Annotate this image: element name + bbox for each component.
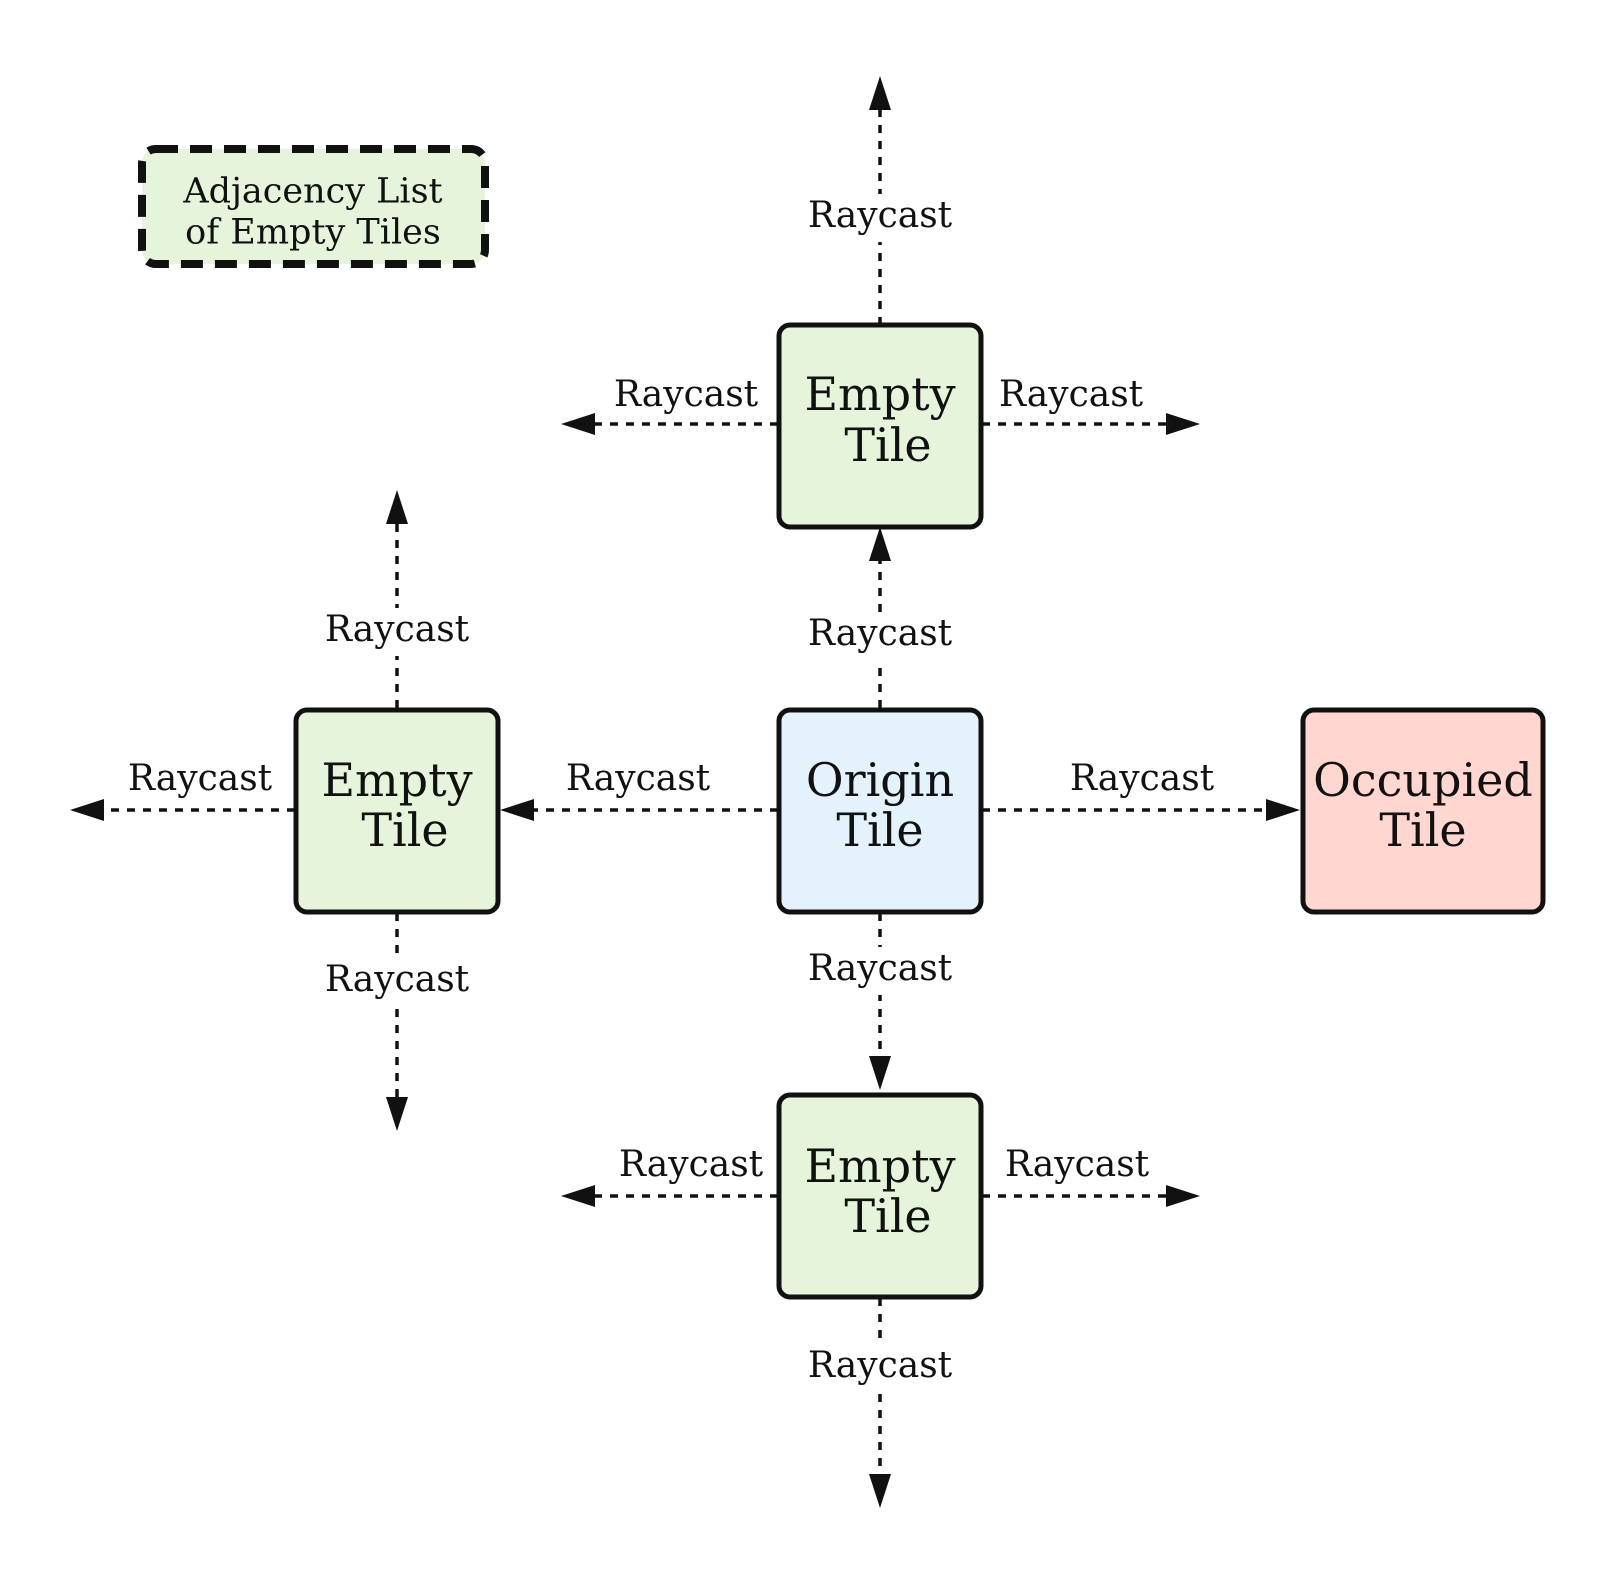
raycast-labels: Raycast Raycast Raycast Raycast Raycast … [128,195,1215,1386]
arrow-origin-right-head [1266,799,1300,821]
tile-top: Empty Tile [776,322,984,530]
tile-left: Empty Tile [293,707,501,915]
tile-right-box [1300,707,1546,915]
label-backgrounds [317,194,960,1392]
tile-top-line-2: Tile [844,418,931,472]
arrow-top-right-head [1166,413,1200,435]
raycast-label-bottom-right: Raycast [1005,1144,1150,1185]
legend-line-2: of Empty Tiles [185,213,441,253]
raycast-label-origin-up: Raycast [808,613,953,654]
arrow-left-left-head [70,799,104,821]
tile-bottom-line-1: Empty [804,1139,955,1193]
tile-top-line-1: Empty [804,367,955,421]
tile-right-line-2: Tile [1379,803,1466,857]
tile-right-line-1: Occupied [1313,753,1533,807]
tile-right: Occupied Tile [1300,707,1546,915]
legend-line-1: Adjacency List [182,172,442,212]
arrow-top-left-head [561,413,595,435]
arrow-origin-up-head [869,527,891,561]
legend-box [138,145,489,268]
arrow-bottom-right-head [1166,1185,1200,1207]
tile-top-box [776,322,984,530]
label-bg-left-up [317,608,477,656]
raycast-label-origin-left: Raycast [566,758,711,799]
raycast-label-top-left: Raycast [614,374,759,415]
tile-bottom: Empty Tile [776,1092,984,1300]
tile-left-line-2: Tile [361,803,448,857]
raycast-label-bottom-down: Raycast [808,1345,953,1386]
tile-origin-line-1: Origin [806,753,954,807]
tile-origin-line-2: Tile [836,803,923,857]
raycast-arrows [70,76,1300,1508]
arrow-bottom-down-head [869,1474,891,1508]
raycast-label-bottom-left: Raycast [619,1144,764,1185]
tile-origin-box [776,707,984,915]
arrow-origin-left-head [500,799,534,821]
arrow-left-up-head [386,490,408,524]
label-bg-bottom-down [800,1344,960,1392]
arrow-top-up-head [869,76,891,110]
label-bg-left-down [317,958,477,1006]
raycast-label-origin-down: Raycast [808,948,953,989]
raycast-label-left-left: Raycast [128,758,273,799]
tile-left-line-1: Empty [321,753,472,807]
tile-bottom-line-2: Tile [844,1189,931,1243]
label-bg-origin-down [800,947,960,995]
raycast-label-origin-right: Raycast [1070,758,1215,799]
tile-bottom-box [776,1092,984,1300]
raycast-label-left-up: Raycast [325,609,470,650]
raycast-label-top-right: Raycast [999,374,1144,415]
arrow-origin-down-head [869,1056,891,1090]
raycast-label-top-up: Raycast [808,195,953,236]
raycast-label-left-down: Raycast [325,959,470,1000]
arrow-left-down-head [386,1097,408,1131]
tile-origin: Origin Tile [776,707,984,915]
label-bg-origin-up [800,612,960,660]
legend: Adjacency List of Empty Tiles [138,145,489,268]
arrow-bottom-left-head [561,1185,595,1207]
tile-left-box [293,707,501,915]
label-bg-top-up [800,194,960,242]
